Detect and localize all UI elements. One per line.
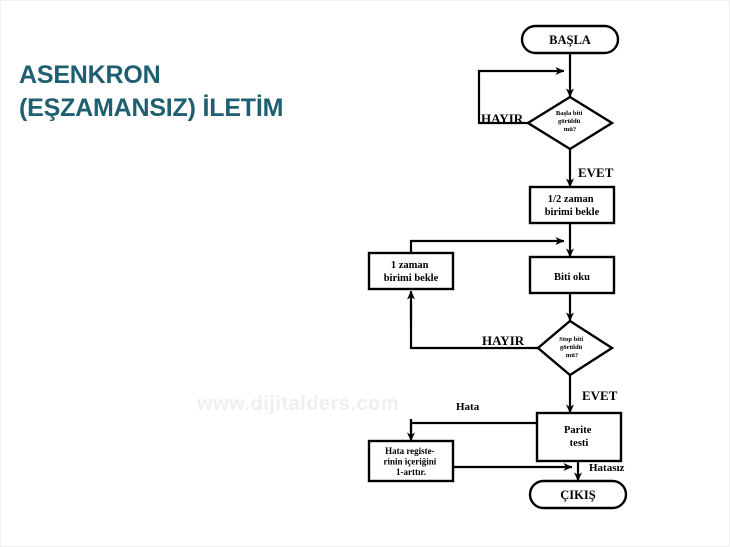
node-exit-shape	[528, 479, 628, 510]
edge-label-no-start: HAYIR	[481, 111, 524, 126]
wait-one-line-2: birimi bekle	[384, 273, 439, 284]
edge-label-no-error: Hatasız	[589, 462, 625, 474]
decision1-line-2: görüldü	[558, 118, 581, 125]
node-wait-half-label: 1/2 zaman birimi bekle	[545, 194, 600, 218]
wait-one-line-1: 1 zaman	[391, 260, 429, 271]
page-title-line-1: ASENKRON	[19, 61, 161, 89]
parity-line-2: testi	[570, 438, 589, 449]
decision2-line-2: görüldü	[560, 344, 583, 351]
edge-parity-error	[409, 421, 537, 433]
edge-label-yes-start: EVET	[578, 165, 614, 180]
edge-label-no-stop: HAYIR	[482, 333, 525, 348]
node-wait-one-label: 1 zaman birimi bekle	[384, 260, 439, 284]
decision1-line-3: mü?	[564, 126, 576, 133]
node-start-label: BAŞLA	[549, 33, 591, 47]
node-decision-stop-bit-label: Stop biti görüldü mü?	[559, 336, 585, 359]
error-reg-line-2: rinin içeriğini	[384, 457, 437, 467]
node-parity-shape	[535, 411, 623, 463]
edge-decision1-no-loop	[477, 67, 565, 125]
node-wait-one-shape	[367, 251, 455, 291]
parity-line-1: Parite	[564, 425, 592, 436]
node-decision-stop-bit-shape	[536, 319, 615, 377]
page-title: ASENKRON (EŞZAMANSIZ) İLETİM	[19, 59, 349, 126]
page-title-line-2: (EŞZAMANSIZ) İLETİM	[19, 94, 284, 123]
edge-label-error: Hata	[456, 401, 480, 413]
node-read-bit-label: Biti oku	[554, 272, 590, 283]
node-wait-half-shape	[528, 185, 616, 225]
decision1-line-1: Başla biti	[556, 110, 583, 117]
wait-half-line-1: 1/2 zaman	[548, 194, 594, 205]
decision2-line-1: Stop biti	[559, 336, 583, 343]
node-decision-start-bit-shape	[525, 95, 615, 151]
edge-label-yes-stop: EVET	[582, 388, 618, 403]
decision2-line-3: mü?	[566, 352, 578, 359]
node-exit-label: ÇIKIŞ	[560, 488, 595, 502]
error-reg-line-1: Hata registe-	[385, 446, 435, 456]
wait-half-line-2: birimi bekle	[545, 207, 600, 218]
node-read-bit-shape	[528, 255, 616, 295]
node-parity-label: Parite testi	[564, 425, 594, 449]
error-reg-line-3: 1-arttır.	[396, 467, 426, 477]
edge-wait-one-to-main	[409, 237, 565, 253]
node-start-shape	[520, 24, 620, 55]
node-error-register-shape	[367, 439, 455, 483]
node-error-register-label: Hata registe- rinin içeriğini 1-arttır.	[384, 446, 439, 477]
node-decision-start-bit-label: Başla biti görüldü mü?	[556, 110, 584, 133]
